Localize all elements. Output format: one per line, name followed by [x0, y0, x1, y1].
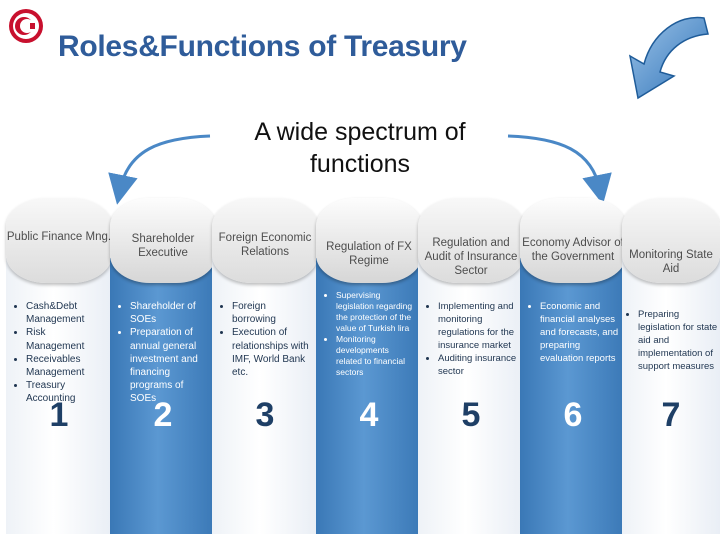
list-item: Risk Management — [26, 326, 106, 352]
column-heading: Regulation of FX Regime — [316, 240, 422, 268]
column-body: Implementing and monitoring regulations … — [426, 300, 518, 378]
column-number: 5 — [418, 396, 524, 435]
column-number: 1 — [6, 396, 112, 435]
list-item: Implementing and monitoring regulations … — [438, 300, 518, 352]
column-number: 2 — [110, 396, 216, 435]
column-body: Shareholder of SOEs Preparation of annua… — [118, 300, 210, 406]
column-heading: Public Finance Mng. — [6, 230, 112, 244]
right-arrow — [508, 136, 600, 190]
list-item: Preparation of annual general investment… — [130, 326, 210, 405]
column-body: Cash&Debt Management Risk Management Rec… — [14, 300, 106, 406]
list-item: Auditing insurance sector — [438, 352, 518, 378]
column-number: 6 — [520, 396, 626, 435]
column-body: Economic and financial analyses and fore… — [528, 300, 620, 365]
list-item: Foreign borrowing — [232, 300, 312, 326]
column-body: Preparing legislation for state aid and … — [626, 308, 718, 373]
list-item: Receivables Management — [26, 353, 106, 379]
list-item: Supervising legislation regarding the pr… — [336, 290, 416, 334]
column-number: 4 — [316, 396, 422, 435]
column-foreign-economic: Foreign Economic Relations Foreign borro… — [212, 198, 318, 534]
column-public-finance: Public Finance Mng. Cash&Debt Management… — [6, 198, 112, 534]
list-item: Shareholder of SOEs — [130, 300, 210, 326]
column-heading: Economy Advisor of the Government — [520, 236, 626, 264]
list-item: Preparing legislation for state aid and … — [638, 308, 718, 373]
list-item: Monitoring developments related to finan… — [336, 334, 416, 378]
column-heading: Shareholder Executive — [110, 232, 216, 260]
column-shareholder: Shareholder Executive Shareholder of SOE… — [110, 198, 216, 534]
column-number: 7 — [622, 396, 720, 435]
column-state-aid: Monitoring State Aid Preparing legislati… — [622, 198, 720, 534]
left-arrow — [120, 136, 210, 190]
column-number: 3 — [212, 396, 318, 435]
list-item: Cash&Debt Management — [26, 300, 106, 326]
column-heading: Monitoring State Aid — [622, 248, 720, 276]
column-heading: Foreign Economic Relations — [212, 231, 318, 259]
column-fx-regime: Regulation of FX Regime Supervising legi… — [316, 198, 422, 534]
crescent-star-logo-icon — [8, 8, 44, 44]
list-item: Execution of relationships with IMF, Wor… — [232, 326, 312, 379]
column-insurance: Regulation and Audit of Insurance Sector… — [418, 198, 524, 534]
section-subtitle: A wide spectrum of functions — [210, 116, 510, 180]
page-title: Roles&Functions of Treasury — [58, 30, 467, 64]
list-item: Economic and financial analyses and fore… — [540, 300, 620, 365]
column-body: Foreign borrowing Execution of relations… — [220, 300, 312, 379]
column-economy-advisor: Economy Advisor of the Government Econom… — [520, 198, 626, 534]
column-heading: Regulation and Audit of Insurance Sector — [418, 236, 524, 278]
curved-arrow-icon — [608, 4, 714, 104]
column-body: Supervising legislation regarding the pr… — [324, 290, 416, 378]
